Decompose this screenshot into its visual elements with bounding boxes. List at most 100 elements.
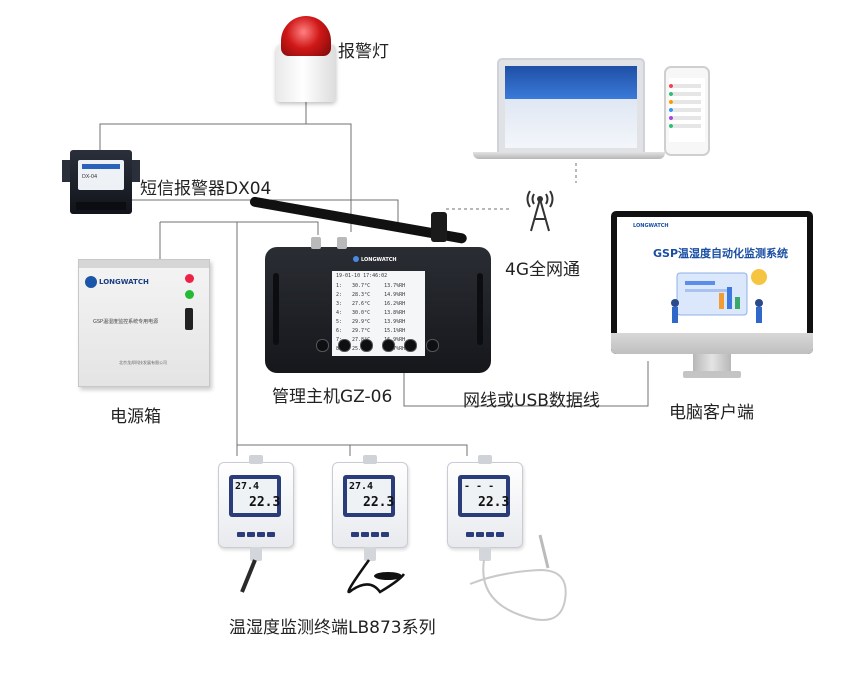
alarm-light-label: 报警灯 <box>338 42 389 62</box>
terminal-humidity: 22.3 <box>363 495 395 510</box>
terminal-cable-gland <box>479 547 491 561</box>
sensor-humidity: 13.9%RH <box>384 319 406 325</box>
terminal-device: - - - 22.3 <box>447 455 523 561</box>
sms-alarm-label: 短信报警器DX04 <box>140 179 272 199</box>
probe-rod <box>240 559 257 593</box>
network-4g-label: 4G全网通 <box>505 260 580 280</box>
host-grip-left <box>273 273 279 345</box>
laptop-screen-content <box>505 66 637 148</box>
host-device: LONGWATCH 19-01-10 17:46:02 1: 30.7°C 13.7… <box>265 237 491 373</box>
laptop-screen <box>497 58 645 156</box>
host-screen-row: 5: 29.9°C 13.9%RH <box>336 319 405 325</box>
terminal-device: 27.4 22.3 <box>332 455 408 561</box>
host-button <box>316 339 329 352</box>
sensor-humidity: 13.7%RH <box>384 283 406 289</box>
sensor-humidity: 15.1%RH <box>384 328 406 334</box>
sensor-id: 5: <box>336 319 343 325</box>
sensor-id: 6: <box>336 328 343 334</box>
sensor-temperature: 28.3°C <box>352 292 371 298</box>
pc-monitor-screen: LONGWATCH GSP温湿度自动化监测系统 <box>617 217 807 333</box>
terminal-top-gland <box>478 455 492 464</box>
host-logo-icon <box>353 256 359 262</box>
pc-monitor-chin <box>611 333 813 354</box>
power-box-brand: LONGWATCH <box>99 278 149 286</box>
terminal-cable-gland <box>364 547 376 561</box>
monitor-illustration <box>671 269 767 323</box>
power-box-plate-footer: 北京龙邦科技发展有限公司 <box>119 360 167 365</box>
sensor-temperature: 29.7°C <box>352 328 371 334</box>
host-button <box>338 339 351 352</box>
terminal-keys <box>351 522 391 541</box>
monitor-title: GSP温湿度自动化监测系统 <box>653 247 789 260</box>
terminal-keys <box>237 522 277 541</box>
probe-tip-white <box>538 534 550 569</box>
terminal-lcd: - - - 22.3 <box>458 475 510 517</box>
probe-cable-white <box>469 559 567 621</box>
host-label: 管理主机GZ-06 <box>272 387 393 407</box>
sms-alarm-device: DX-04 <box>62 150 140 214</box>
sensor-humidity: 18.7%RH <box>384 346 406 352</box>
host-screen-header: 19-01-10 17:46:02 <box>336 273 388 279</box>
sms-alarm-terminals <box>76 202 126 210</box>
terminal-keys <box>466 522 506 541</box>
pc-monitor-stand <box>693 354 731 372</box>
power-box-logo-icon <box>85 276 97 288</box>
signal-tower-icon <box>526 190 554 232</box>
host-screen-row: 2: 28.3°C 14.9%RH <box>336 292 405 298</box>
mount-ear-right <box>132 160 140 182</box>
mount-ear-left <box>62 160 70 182</box>
sensor-temperature: 29.9°C <box>352 319 371 325</box>
host-button <box>404 339 417 352</box>
sensor-humidity: 13.8%RH <box>384 310 406 316</box>
sensor-humidity: 14.9%RH <box>384 292 406 298</box>
host-button <box>360 339 373 352</box>
sms-alarm-brand-strip <box>82 164 120 169</box>
host-screen-row: 1: 30.7°C 13.7%RH <box>336 283 405 289</box>
sensor-id: 2: <box>336 292 343 298</box>
antenna-base <box>431 212 447 242</box>
terminal-top-gland <box>249 455 263 464</box>
terminals-label: 温湿度监测终端LB873系列 <box>229 618 436 638</box>
alarm-light-dome <box>281 16 331 56</box>
host-port <box>311 237 321 249</box>
cable-label: 网线或USB数据线 <box>463 391 600 411</box>
power-box-label: 电源箱 <box>110 407 161 427</box>
terminal-humidity: 22.3 <box>478 495 510 510</box>
smartphone <box>664 66 710 156</box>
pc-monitor-foot <box>683 371 741 378</box>
power-switch <box>185 308 193 330</box>
sensor-humidity: 16.9%RH <box>384 337 406 343</box>
power-indicator-green <box>185 290 194 299</box>
terminal-temperature: 27.4 <box>235 481 260 492</box>
sensor-id: 4: <box>336 310 343 316</box>
sensor-temperature: 30.7°C <box>352 283 371 289</box>
sensor-id: 1: <box>336 283 343 289</box>
power-box-top <box>79 260 209 268</box>
smartphone-screen <box>669 78 705 142</box>
terminal-lcd: 27.4 22.3 <box>343 475 395 517</box>
power-box-plate-title: GSP温湿度监控系统专用电源 <box>93 319 159 325</box>
host-button <box>382 339 395 352</box>
sensor-id: 3: <box>336 301 343 307</box>
terminal-lcd: 27.4 22.3 <box>229 475 281 517</box>
laptop-base <box>473 152 665 159</box>
pc-client-label: 电脑客户端 <box>669 403 754 423</box>
host-screen-row: 4: 30.0°C 13.8%RH <box>336 310 405 316</box>
power-box: LONGWATCH GSP温湿度监控系统专用电源 北京龙邦科技发展有限公司 <box>78 259 210 387</box>
sms-alarm-face: DX-04 <box>78 160 124 190</box>
probe-sensor-black <box>374 572 402 580</box>
host-screen-row: 6: 29.7°C 15.1%RH <box>336 328 405 334</box>
terminal-cable-gland <box>250 547 262 561</box>
terminal-temperature: - - - <box>464 481 495 492</box>
power-indicator-red <box>185 274 194 283</box>
host-button <box>426 339 439 352</box>
host-port <box>337 237 347 249</box>
host-brand: LONGWATCH <box>361 257 397 263</box>
host-grip-right <box>477 273 483 345</box>
pc-monitor: LONGWATCH GSP温湿度自动化监测系统 <box>611 211 813 354</box>
sensor-temperature: 30.0°C <box>352 310 371 316</box>
sensor-humidity: 16.2%RH <box>384 301 406 307</box>
